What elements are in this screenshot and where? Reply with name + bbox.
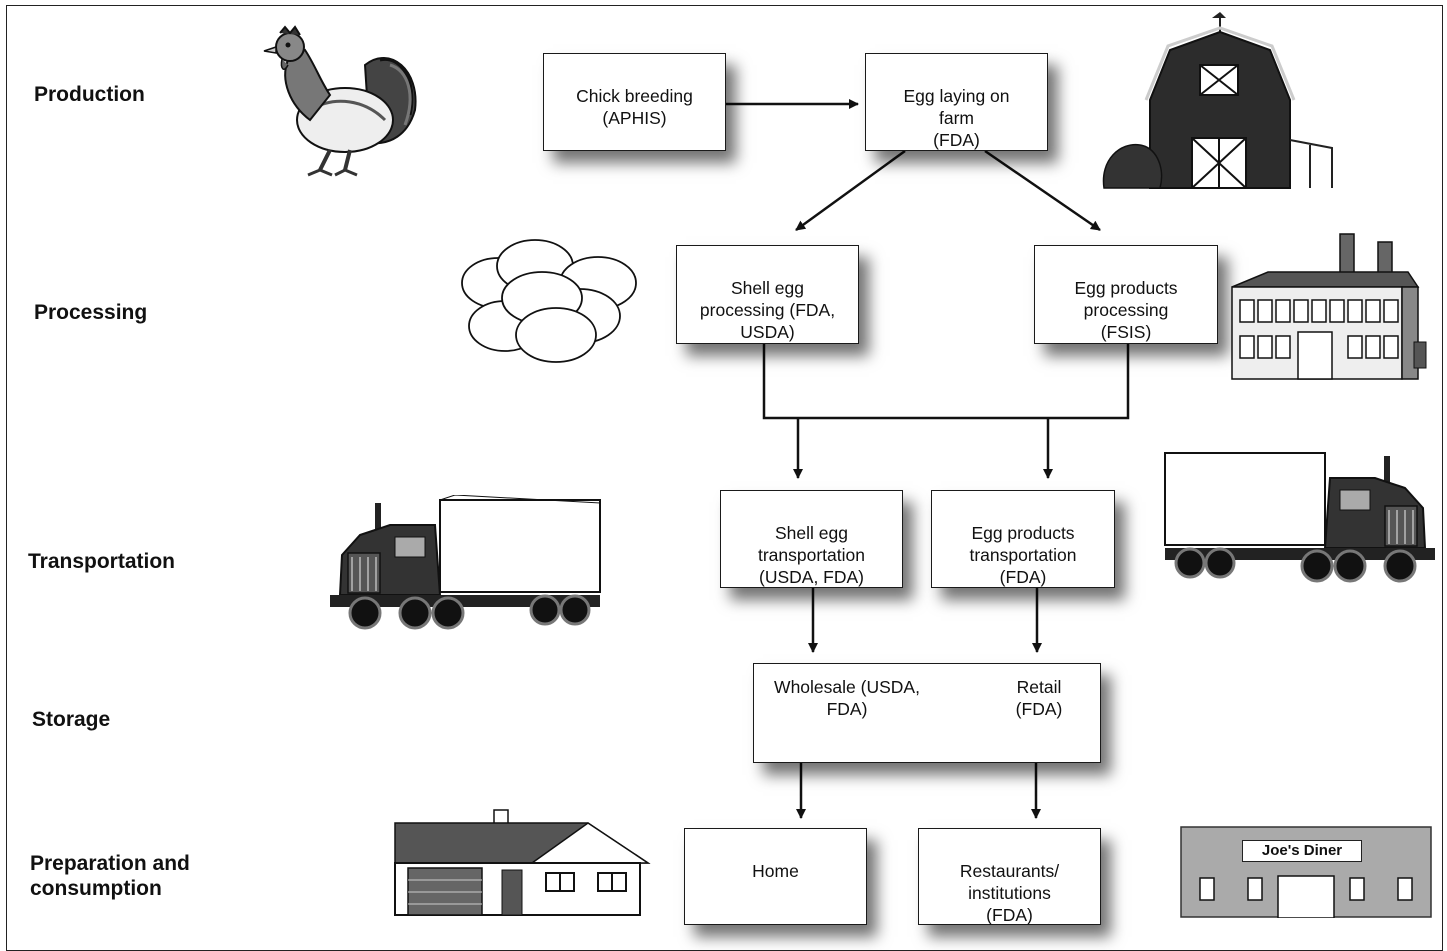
box-shell-transport-text: Shell egg transportation (USDA, FDA) — [757, 523, 865, 587]
storage-retail-text: Retail (FDA) — [1015, 677, 1063, 719]
box-egg-laying: Egg laying on farm (FDA) — [865, 53, 1048, 151]
box-storage: Wholesale (USDA, FDA) Retail (FDA) — [753, 663, 1101, 763]
truck-icon — [330, 495, 601, 630]
house-icon — [394, 809, 651, 916]
box-egg-products-transport-text: Egg products transportation (FDA) — [969, 523, 1077, 587]
stage-preparation: Preparation and consumption — [30, 852, 190, 900]
box-restaurants: Restaurants/ institutions (FDA) — [918, 828, 1101, 925]
box-egg-products-processing-text: Egg products processing (FSIS) — [1074, 278, 1178, 342]
factory-icon — [1231, 233, 1427, 380]
join-line — [762, 344, 1130, 420]
storage-wholesale-text: Wholesale (USDA, FDA) — [774, 677, 920, 719]
box-shell-processing: Shell egg processing (FDA, USDA) — [676, 245, 859, 344]
box-egg-products-transport: Egg products transportation (FDA) — [931, 490, 1115, 588]
arrow-laying-to-shell — [795, 149, 906, 232]
box-egg-laying-text: Egg laying on farm (FDA) — [903, 86, 1010, 150]
rooster-icon — [263, 25, 417, 177]
stage-production: Production — [34, 83, 145, 106]
barn-icon — [1102, 12, 1333, 189]
box-home-text: Home — [752, 861, 799, 881]
box-egg-products-processing: Egg products processing (FSIS) — [1034, 245, 1218, 344]
box-home: Home — [684, 828, 867, 925]
box-chick-breeding-text: Chick breeding (APHIS) — [576, 86, 693, 128]
arrow-laying-to-products — [984, 149, 1101, 232]
box-shell-transport: Shell egg transportation (USDA, FDA) — [720, 490, 903, 588]
stage-storage: Storage — [32, 708, 111, 731]
truck-icon — [1164, 452, 1435, 583]
diner-icon: Joe's Diner — [1180, 826, 1432, 918]
eggs-icon — [461, 239, 637, 363]
box-chick-breeding: Chick breeding (APHIS) — [543, 53, 726, 151]
box-restaurants-text: Restaurants/ institutions (FDA) — [959, 861, 1060, 925]
box-shell-processing-text: Shell egg processing (FDA, USDA) — [699, 278, 836, 342]
diner-sign: Joe's Diner — [1242, 840, 1362, 862]
stage-transportation: Transportation — [28, 550, 176, 573]
stage-processing: Processing — [34, 301, 148, 324]
